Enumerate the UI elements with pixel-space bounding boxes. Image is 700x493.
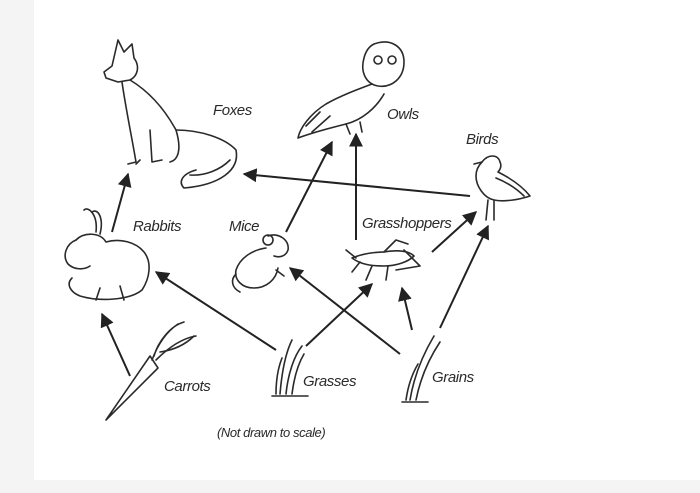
grass-illustration (271, 339, 309, 397)
scale-note: (Not drawn to scale) (217, 425, 326, 440)
label-foxes: Foxes (213, 102, 252, 119)
arrow-grains-to-birds (439, 224, 489, 329)
bird-illustration (473, 155, 531, 221)
label-grains: Grains (432, 369, 474, 386)
owl-illustration (297, 41, 405, 139)
arrow-birds-to-foxes (242, 168, 471, 197)
arrow-layer (100, 132, 489, 377)
arrow-grains-to-grasshoppers (398, 286, 413, 331)
rabbit-illustration (64, 208, 150, 301)
arrow-grasses-to-rabbits (154, 271, 277, 351)
arrow-grasshoppers-to-birds (431, 211, 478, 253)
label-grasshoppers: Grasshoppers (362, 215, 452, 232)
paper-background (34, 0, 700, 480)
grain-illustration (401, 335, 441, 403)
label-owls: Owls (387, 106, 419, 123)
arrow-rabbits-to-foxes (111, 172, 132, 233)
mouse-illustration (231, 234, 289, 293)
label-rabbits: Rabbits (133, 218, 182, 235)
carrot-illustration (105, 321, 197, 421)
arrow-grasses-to-grasshoppers (305, 283, 374, 347)
grasshopper-illustration (345, 239, 421, 281)
arrow-carrots-to-rabbits (100, 312, 131, 377)
label-birds: Birds (466, 131, 499, 148)
arrow-mice-to-owls (285, 140, 333, 233)
label-grasses: Grasses (303, 373, 357, 390)
label-mice: Mice (229, 218, 260, 235)
arrow-grains-to-mice (288, 267, 401, 355)
label-carrots: Carrots (164, 378, 211, 395)
fox-illustration (103, 39, 238, 189)
